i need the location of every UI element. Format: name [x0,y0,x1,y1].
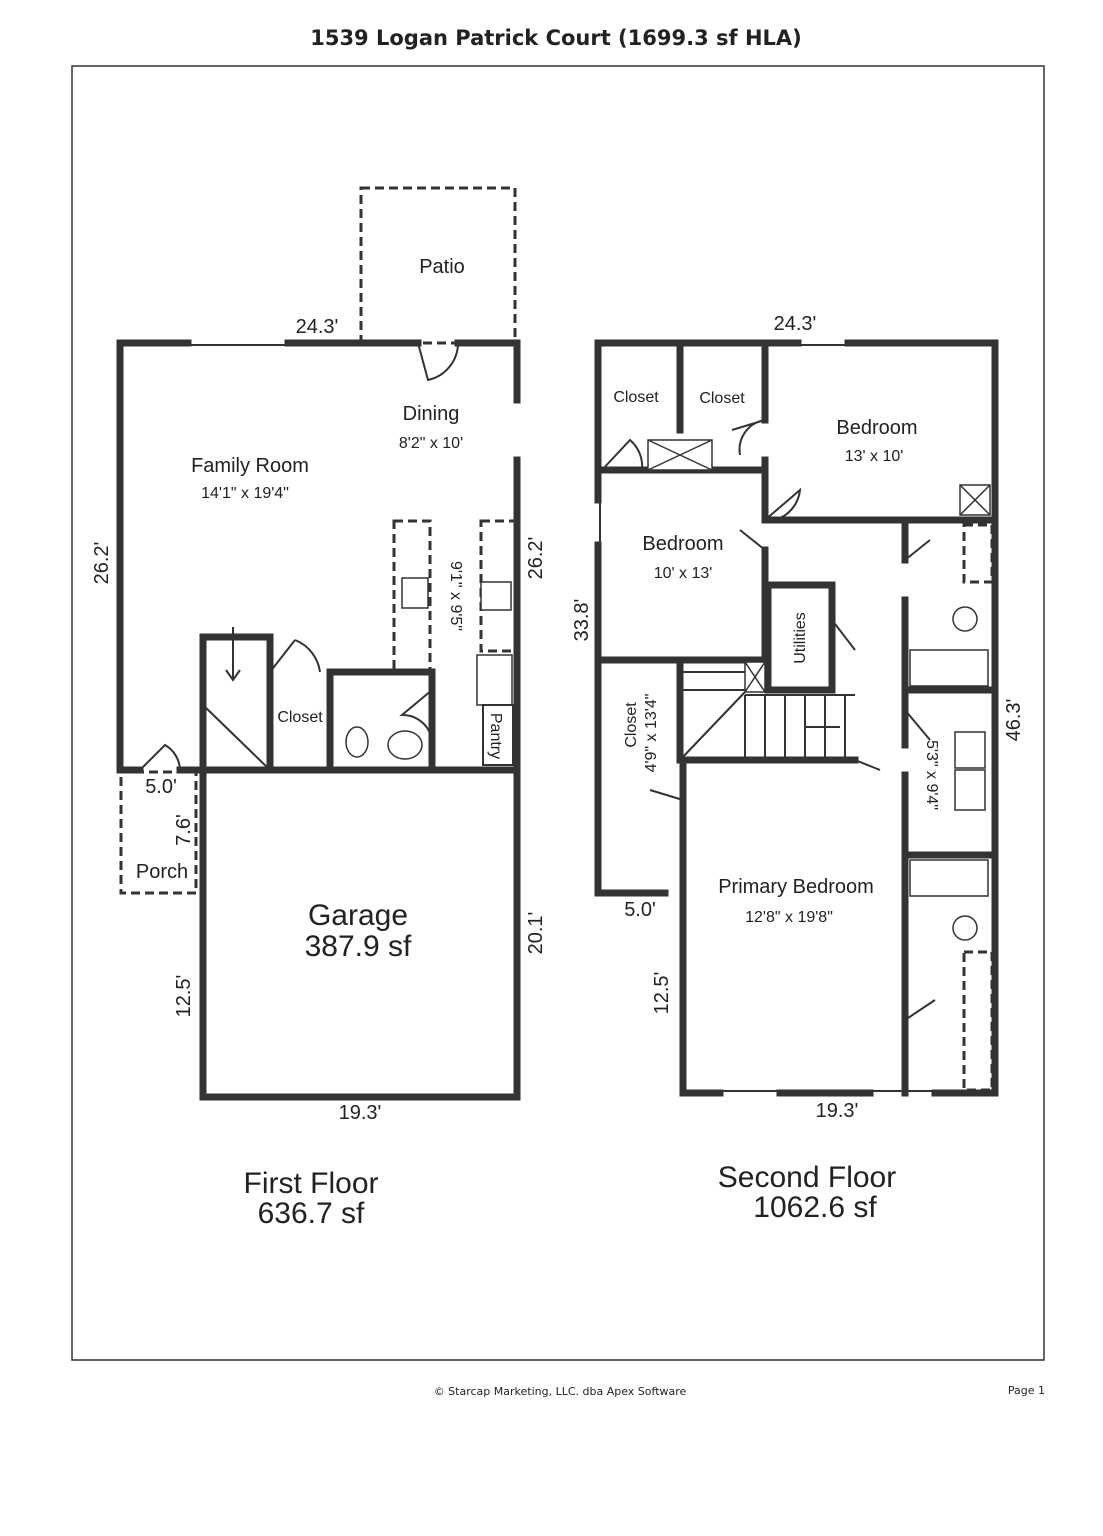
room-label: Patio [419,256,465,278]
dimension: 26.2' [525,537,547,580]
dimension: 26.2' [91,542,113,585]
chimney-x-icon [647,439,991,693]
room-label: Closet [623,702,640,748]
floor-name: First Floor [244,1167,379,1200]
dimension: 46.3' [1003,699,1025,742]
windows [599,344,935,1092]
dimension: 12.5' [173,975,195,1018]
room-size: 10' x 13' [654,565,713,582]
fridge-icon [476,654,513,706]
room-label: Bedroom [836,417,917,439]
room-size: 14'1" x 19'4" [201,485,289,502]
dimension: 24.3' [774,313,817,335]
dimension: 19.3' [339,1102,382,1124]
kitchen-counter [392,519,432,673]
interior-walls [199,633,436,774]
room-area: 387.9 sf [305,930,412,963]
pantry-box [482,704,514,766]
room-size: 5'3" x 9'4" [923,740,940,810]
room-label: Closet [277,709,323,726]
room-label: Primary Bedroom [718,876,874,898]
toilet-icon [345,726,369,758]
dimension: 12.5' [651,972,673,1015]
floor-name: Second Floor [718,1161,896,1194]
room-size: 12'8" x 19'8" [745,909,833,926]
room-label: Utilities [792,612,809,664]
stove-icon [480,581,512,611]
dryer-icon [954,769,986,811]
toilet-icon [952,606,978,632]
room-label: Family Room [191,455,309,477]
first-floor-walls [116,339,521,1101]
room-label: Closet [613,389,659,406]
washer-icon [954,731,986,769]
room-size: 13' x 10' [845,448,904,465]
room-size: 4'9" x 13'4" [643,694,660,773]
room-label: Garage [308,899,408,932]
dimension: 19.3' [816,1100,859,1122]
room-size: 9'1" x 9'5" [447,561,464,631]
copyright: © Starcap Marketing, LLC. dba Apex Softw… [434,1385,687,1398]
dimension: 20.1' [525,912,547,955]
dimension: 24.3' [296,316,339,338]
room-label: Pantry [487,713,504,759]
room-label: Dining [403,403,460,425]
door-swings [601,419,936,1021]
floor-area: 1062.6 sf [753,1191,877,1224]
door-swings [139,342,459,771]
first-floor-plan: Patio Dining 8'2" x 10' Family Room 14'1… [91,186,547,1230]
dimension: 5.0' [145,776,177,798]
second-floor-plan: Closet Closet Bedroom 13' x 10' Bedroom … [571,313,1025,1224]
dimension: 5.0' [624,899,656,921]
stairs [679,671,855,761]
toilet-icon [952,915,978,941]
sink-icon [401,577,429,609]
vanity [962,950,994,1092]
room-label: Closet [699,390,745,407]
second-floor-walls [594,339,999,1097]
bathtub-icon [909,649,989,687]
dimension: 7.6' [173,814,195,846]
dimension: 33.8' [571,599,593,642]
room-label: Bedroom [642,533,723,555]
kitchen-counter [479,519,517,653]
stairs [202,627,271,771]
page-number: Page 1 [1008,1384,1045,1397]
page-border [71,65,1045,1361]
room-label: Porch [136,861,188,883]
room-size: 8'2" x 10' [399,435,463,452]
vanity [962,523,994,584]
bathtub-icon [909,859,989,897]
patio-outline [359,186,517,345]
page-title: 1539 Logan Patrick Court (1699.3 sf HLA) [310,26,802,50]
floor-area: 636.7 sf [258,1197,365,1230]
sink-icon [387,730,423,760]
